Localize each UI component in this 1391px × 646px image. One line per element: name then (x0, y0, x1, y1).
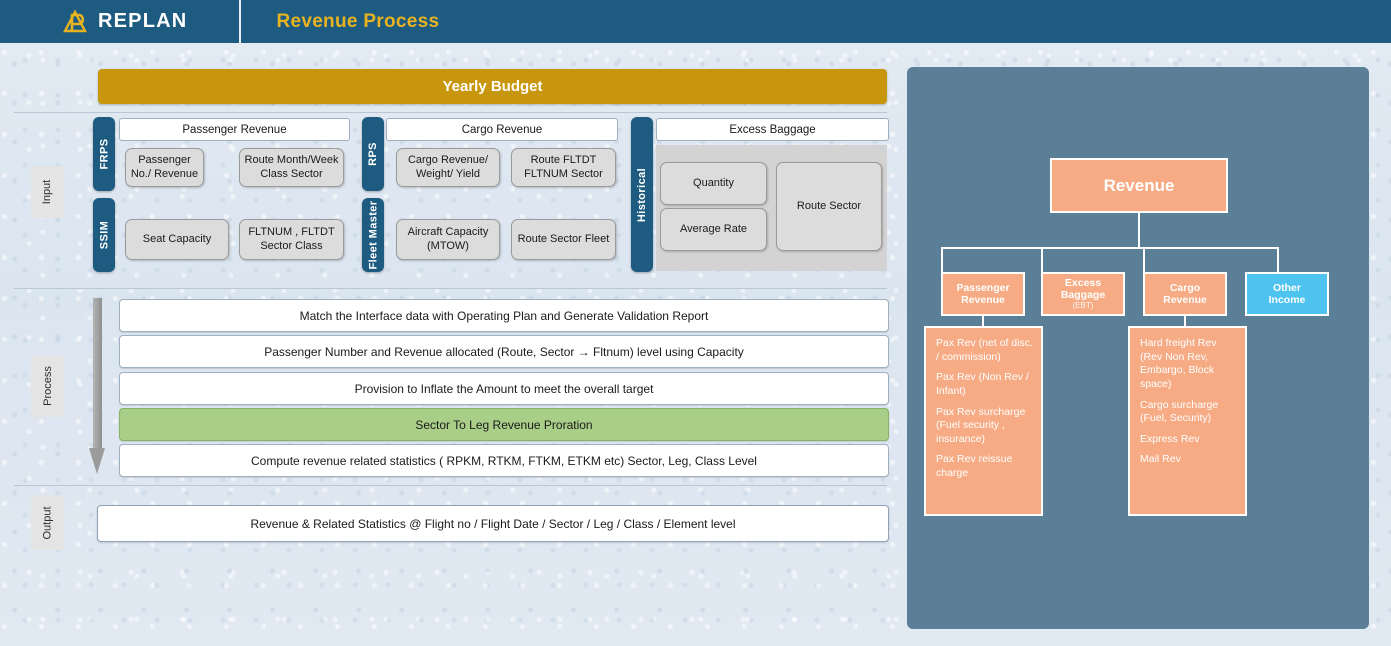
process-row-3[interactable]: Provision to Inflate the Amount to meet … (119, 372, 889, 405)
source-bar-fleet-master-label: Fleet Master (367, 200, 379, 270)
arrow-shaft (93, 298, 102, 450)
input-box-route-month-week-class-sector[interactable]: Route Month/Week Class Sector (239, 148, 344, 187)
column-head-excess-baggage[interactable]: Excess Baggage (656, 118, 889, 141)
brand-name: REPLAN (98, 10, 188, 32)
tree-line-child-4 (1277, 247, 1279, 273)
cargo-detail-item: Hard freight Rev (Rev Non Rev, Embargo, … (1140, 337, 1217, 390)
column-head-passenger-revenue[interactable]: Passenger Revenue (119, 118, 350, 141)
section-label-output: Output (31, 495, 64, 550)
cargo-detail-item: Express Rev (1140, 432, 1200, 445)
revenue-tree: Revenue Passenger Revenue Excess Baggage… (907, 67, 1369, 629)
input-box-route-fltdt-fltnum-sector[interactable]: Route FLTDT FLTNUM Sector (511, 148, 616, 187)
header-divider (239, 0, 242, 43)
label-line-1: Other (1272, 281, 1301, 294)
passenger-detail-item: Pax Rev (Non Rev / Infant) (936, 371, 1029, 397)
section-label-output-text: Output (41, 505, 54, 540)
source-bar-fleet-master[interactable]: Fleet Master (362, 198, 384, 272)
process-row-1[interactable]: Match the Interface data with Operating … (119, 299, 889, 332)
input-box-average-rate[interactable]: Average Rate (660, 208, 767, 251)
tree-line-child-2 (1041, 247, 1043, 273)
cargo-detail-item: Cargo surcharge (Fuel, Security) (1140, 398, 1219, 425)
label-line-1: Cargo (1169, 281, 1201, 294)
label-line-1: Passenger (956, 281, 1010, 294)
yearly-budget-banner[interactable]: Yearly Budget (98, 69, 887, 104)
section-label-process-text: Process (41, 366, 54, 406)
cargo-revenue-details: Hard freight Rev (Rev Non Rev, Embargo, … (1128, 326, 1247, 516)
input-box-route-sector[interactable]: Route Sector (776, 162, 882, 251)
source-bar-rps[interactable]: RPS (362, 117, 384, 191)
revenue-breakdown-panel: Revenue Passenger Revenue Excess Baggage… (907, 67, 1369, 629)
tree-node-other-income-label: Other Income (1269, 282, 1306, 306)
output-row[interactable]: Revenue & Related Statistics @ Flight no… (97, 505, 889, 542)
label-line-2: Baggage (1060, 289, 1106, 302)
arrow-head-icon (89, 448, 105, 474)
tree-line-root-down (1138, 213, 1140, 248)
tree-node-excess-baggage[interactable]: Excess Baggage (EBT) (1041, 272, 1125, 316)
input-box-aircraft-capacity-mtow[interactable]: Aircraft Capacity (MTOW) (396, 219, 500, 260)
process-row-2[interactable]: Passenger Number and Revenue allocated (… (119, 335, 889, 368)
tree-line-child-1 (941, 247, 943, 273)
process-row-4-highlighted[interactable]: Sector To Leg Revenue Proration (119, 408, 889, 441)
divider-process-output (14, 485, 887, 486)
divider-input-top (14, 112, 887, 113)
tree-node-cargo-revenue[interactable]: Cargo Revenue (1143, 272, 1227, 316)
label-line-1: Excess (1064, 277, 1102, 290)
process-row-5[interactable]: Compute revenue related statistics ( RPK… (119, 444, 889, 477)
label-line-2: Income (1268, 294, 1306, 306)
source-bar-rps-label: RPS (367, 142, 380, 166)
input-box-route-sector-fleet[interactable]: Route Sector Fleet (511, 219, 616, 260)
source-bar-frps[interactable]: FRPS (93, 117, 115, 191)
tree-node-passenger-revenue[interactable]: Passenger Revenue (941, 272, 1025, 316)
replan-logo-icon (62, 9, 89, 34)
label-sublabel: (EBT) (1072, 301, 1094, 311)
source-bar-historical-label: Historical (636, 167, 649, 222)
input-box-passenger-no-revenue[interactable]: Passenger No./ Revenue (125, 148, 204, 187)
input-box-fltnum-fltdt-sector-class[interactable]: FLTNUM , FLTDT Sector Class (239, 219, 344, 260)
brand-logo[interactable]: REPLAN (62, 9, 187, 34)
cargo-detail-item: Mail Rev (1140, 453, 1181, 466)
input-box-seat-capacity[interactable]: Seat Capacity (125, 219, 229, 260)
tree-node-revenue[interactable]: Revenue (1050, 158, 1228, 213)
label-line-2: Revenue (1163, 294, 1207, 306)
divider-input-process (14, 288, 887, 289)
source-bar-ssim-label: SSIM (98, 220, 110, 250)
passenger-revenue-details: Pax Rev (net of disc. / commission) Pax … (924, 326, 1043, 516)
input-box-cargo-revenue-weight-yield[interactable]: Cargo Revenue/ Weight/ Yield (396, 148, 500, 187)
passenger-detail-item: Pax Rev reissue charge (936, 453, 1013, 480)
source-bar-ssim[interactable]: SSIM (93, 198, 115, 272)
tree-node-other-income[interactable]: Other Income (1245, 272, 1329, 316)
page-title: Revenue Process (276, 10, 440, 32)
tree-node-passenger-revenue-label: Passenger Revenue (956, 282, 1009, 306)
input-box-quantity[interactable]: Quantity (660, 162, 767, 205)
diagram-canvas: Yearly Budget Input Process Output FRPS … (0, 43, 1391, 646)
passenger-detail-item: Pax Rev (net of disc. / commission) (936, 337, 1033, 363)
app-header: REPLAN Revenue Process (0, 0, 1391, 43)
column-head-cargo-revenue[interactable]: Cargo Revenue (386, 118, 618, 141)
tree-line-child-3 (1143, 247, 1145, 273)
section-label-process: Process (31, 355, 64, 417)
source-bar-historical[interactable]: Historical (631, 117, 653, 272)
section-label-input: Input (31, 166, 64, 218)
process-flow-arrow (89, 298, 106, 474)
source-bar-frps-label: FRPS (98, 138, 110, 170)
tree-node-cargo-revenue-label: Cargo Revenue (1163, 282, 1207, 306)
tree-line-horizontal (941, 247, 1279, 249)
label-line-2: Revenue (961, 294, 1005, 306)
tree-node-excess-baggage-label: Excess Baggage (EBT) (1061, 277, 1105, 310)
section-label-input-text: Input (41, 179, 54, 205)
passenger-detail-item: Pax Rev surcharge (Fuel security , insur… (936, 405, 1026, 445)
